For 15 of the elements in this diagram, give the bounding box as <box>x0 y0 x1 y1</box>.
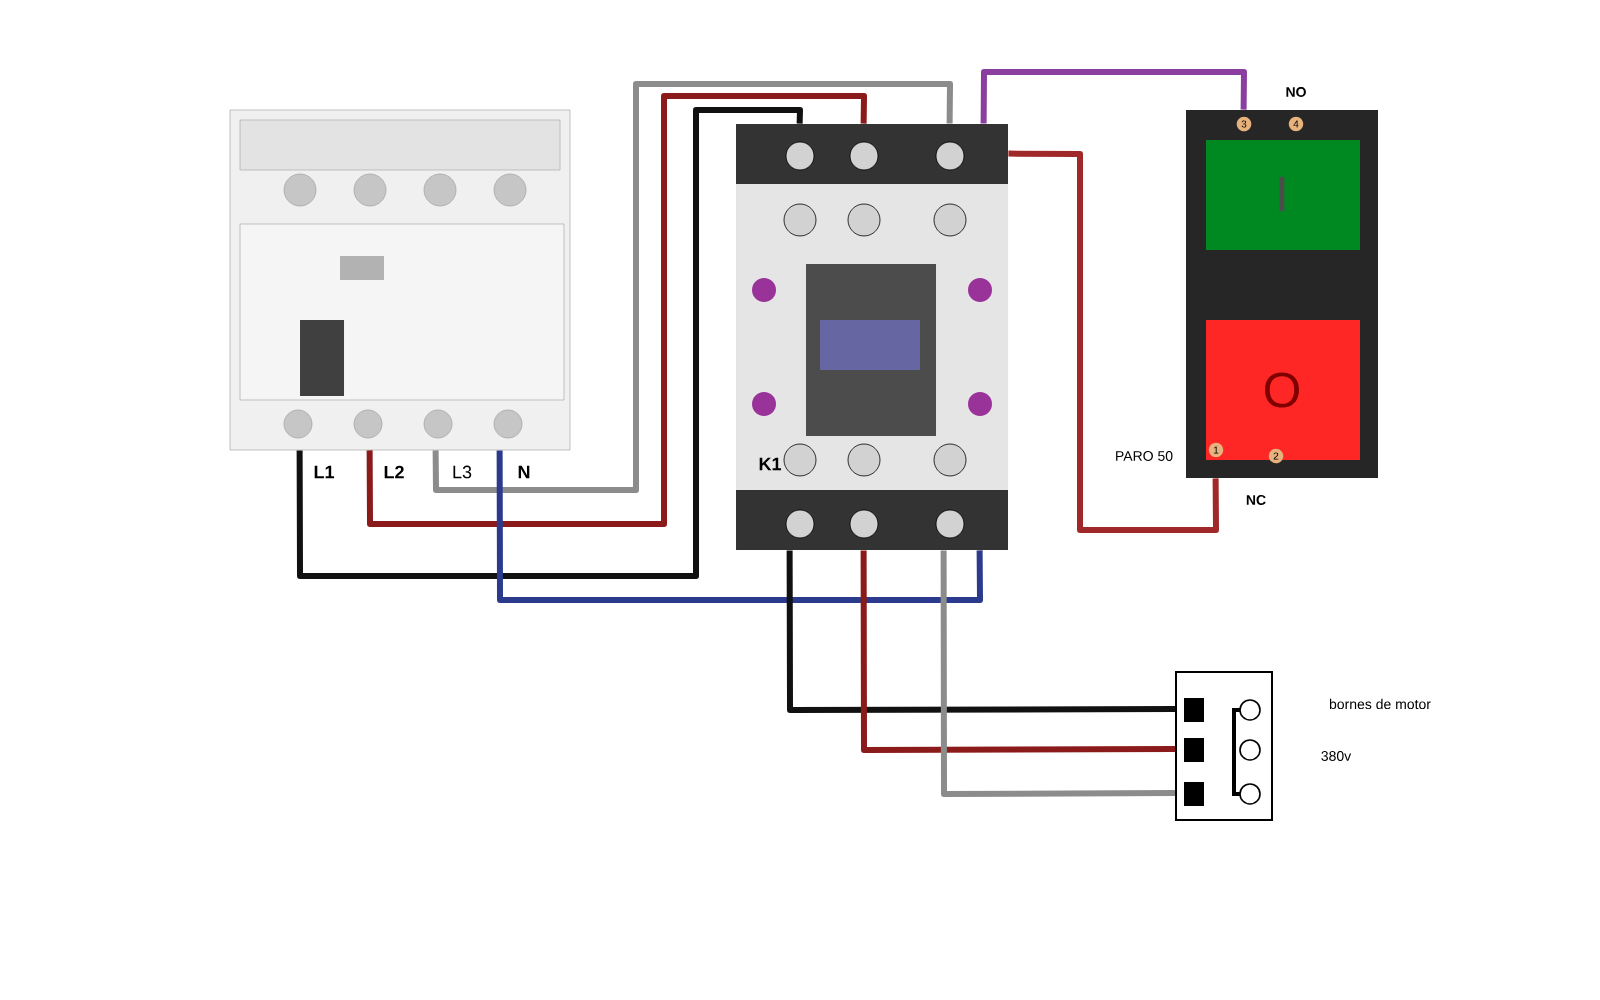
wire <box>1008 150 1219 533</box>
phase-label: L3 <box>450 463 474 481</box>
wire <box>296 107 803 579</box>
wire <box>786 550 1175 713</box>
phase-label: N <box>515 463 533 481</box>
phase-label: L2 <box>381 463 407 481</box>
contactor-drawing: K1 <box>736 124 1008 550</box>
phase-label: L1 <box>311 463 337 481</box>
wire <box>432 81 953 493</box>
wire <box>980 69 1247 124</box>
circuit-breaker-drawing <box>229 109 571 451</box>
wire <box>860 550 1176 753</box>
wire <box>366 93 867 527</box>
wire <box>940 550 1176 797</box>
wire <box>496 450 983 603</box>
